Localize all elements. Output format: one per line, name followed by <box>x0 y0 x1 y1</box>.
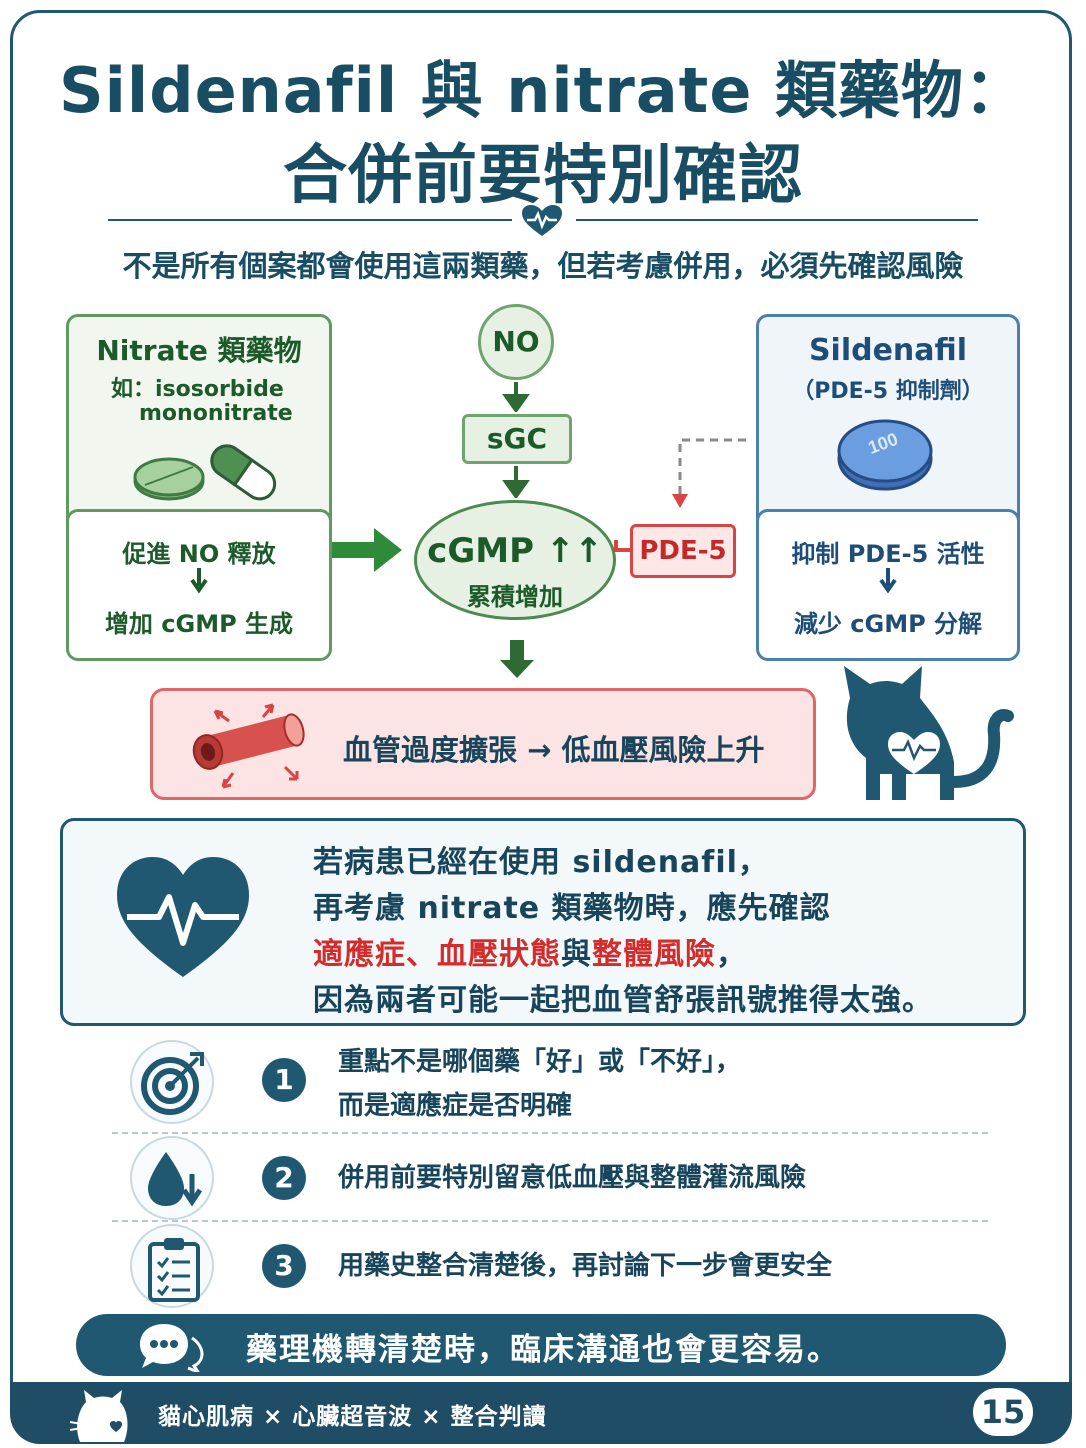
arrow-down-icon <box>500 640 534 678</box>
arrow-right-icon <box>332 528 402 572</box>
warning-line2: 再考慮 nitrate 類藥物時，應先確認 <box>313 891 831 926</box>
blood-vessel-icon <box>192 703 305 789</box>
subtitle: 不是所有個案都會使用這兩類藥，但若考慮併用，必須先確認風險 <box>122 249 964 283</box>
sildenafil-step2: 減少 cGMP 分解 <box>793 610 983 638</box>
chat-bubble-icon <box>140 1324 204 1372</box>
sildenafil-heading: Sildenafil <box>808 333 968 368</box>
page-title-line2: 合併前要特別確認 <box>283 139 803 213</box>
nitrate-step1: 促進 NO 釋放 <box>122 540 276 568</box>
no-node: NO <box>478 304 554 380</box>
tablet-capsule-icon <box>133 444 277 501</box>
cat-logo-icon <box>69 1390 128 1442</box>
nitrate-panel: Nitrate 類藥物 如：isosorbide mononitrate 促進 … <box>66 314 332 661</box>
sgc-node: sGC <box>462 414 572 464</box>
sildenafil-step1: 抑制 PDE-5 活性 <box>791 540 985 568</box>
point-1-icon-circle <box>130 1040 214 1124</box>
footer-bar: 貓心肌病 × 心臟超音波 × 整合判讀 15 <box>10 1382 1072 1444</box>
page-title-line1: Sildenafil 與 nitrate 類藥物： <box>59 54 1027 127</box>
point-3-icon-circle <box>130 1224 214 1308</box>
point-1-number: 1 <box>262 1058 306 1102</box>
warning-line4: 因為兩者可能一起把血管舒張訊號推得太強。 <box>313 983 933 1018</box>
point-2-icon-circle <box>130 1136 214 1220</box>
nitrate-example-line2: mononitrate <box>139 401 293 426</box>
arrow-down-icon <box>190 568 208 594</box>
sildenafil-steps: 抑制 PDE-5 活性 減少 cGMP 分解 <box>756 509 1020 661</box>
inhibition-connector <box>614 438 746 552</box>
footer-text: 貓心肌病 × 心臟超音波 × 整合判讀 <box>158 1404 547 1430</box>
target-icon <box>141 1052 204 1115</box>
page-number: 15 <box>970 1385 1036 1439</box>
sildenafil-subheading: （PDE-5 抑制劑） <box>792 379 984 404</box>
arrow-down-icon <box>502 466 530 498</box>
blue-pill-icon: 100 <box>837 419 933 491</box>
risk-box: 血管過度擴張 → 低血壓風險上升 <box>150 688 816 800</box>
point-3-line1: 用藥史整合清楚後，再討論下一步會更安全 <box>338 1251 833 1281</box>
warning-overall-risk: 整體風險 <box>592 937 716 972</box>
warning-and: 與 <box>561 937 592 972</box>
drop-down-icon <box>148 1152 203 1207</box>
cgmp-node: cGMP ↑↑ 累積增加 <box>414 500 616 620</box>
heart-pulse-icon <box>522 205 562 236</box>
warning-box: 若病患已經在使用 sildenafil， 再考慮 nitrate 類藥物時，應先… <box>60 818 1026 1026</box>
point-1-line2: 而是適應症是否明確 <box>338 1091 573 1121</box>
point-2-number: 2 <box>262 1156 306 1200</box>
nitrate-step2: 增加 cGMP 生成 <box>104 610 294 638</box>
point-1-line1: 重點不是哪個藥「好」或「不好」， <box>338 1047 742 1077</box>
warning-line1: 若病患已經在使用 sildenafil， <box>313 845 769 880</box>
nitrate-heading: Nitrate 類藥物 <box>96 334 302 367</box>
divider-dashed <box>112 1220 988 1222</box>
heart-pulse-icon <box>117 857 249 977</box>
cgmp-label: cGMP ↑↑ <box>427 531 603 571</box>
warning-indication: 適應症 <box>313 937 406 972</box>
nitrate-steps: 促進 NO 釋放 增加 cGMP 生成 <box>66 509 332 661</box>
takeaway-banner: 藥理機轉清楚時，臨床溝通也會更容易。 <box>76 1314 1006 1376</box>
cgmp-sub: 累積增加 <box>467 583 563 611</box>
warning-separator: 、 <box>406 937 437 972</box>
warning-blood-pressure: 血壓狀態 <box>437 937 561 972</box>
risk-text: 血管過度擴張 → 低血壓風險上升 <box>343 733 765 767</box>
divider-dashed <box>112 1132 988 1134</box>
sildenafil-panel: Sildenafil （PDE-5 抑制劑） 100 抑制 PDE-5 活性 減… <box>756 314 1020 661</box>
point-3-number: 3 <box>262 1244 306 1288</box>
clipboard-icon <box>148 1238 200 1302</box>
pde5-node: PDE-5 <box>630 524 736 578</box>
warning-line3: 適應症、血壓狀態與整體風險， <box>313 929 747 973</box>
arrow-down-icon <box>879 568 897 594</box>
nitrate-example-line1: 如：isosorbide <box>111 377 284 402</box>
cat-heart-icon <box>844 666 1014 800</box>
banner-text: 藥理機轉清楚時，臨床溝通也會更容易。 <box>246 1332 840 1368</box>
point-2-line1: 併用前要特別留意低血壓與整體灌流風險 <box>338 1163 807 1193</box>
divider-left <box>108 219 512 221</box>
divider-right <box>576 219 978 221</box>
warning-comma: ， <box>716 937 747 972</box>
arrow-down-icon <box>502 382 530 412</box>
